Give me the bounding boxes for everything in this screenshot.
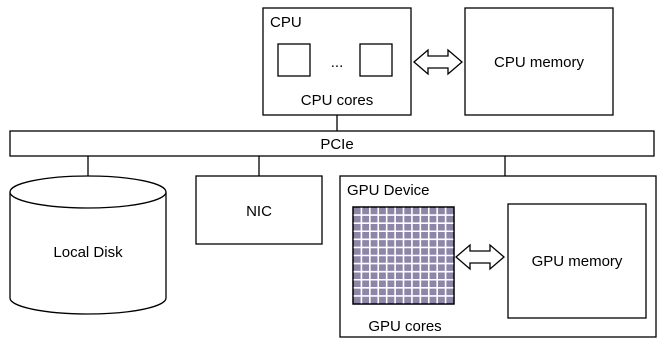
gpu-memory-double-arrow [455, 243, 505, 271]
gpu-core-grid-border [352, 206, 455, 305]
gpu-device-title: GPU Device [347, 182, 430, 199]
nic-block: NIC [195, 175, 323, 245]
local-disk-top [9, 175, 167, 209]
cpu-memory-double-arrow [413, 48, 463, 76]
local-disk: Local Disk [9, 175, 167, 315]
local-disk-body [9, 192, 167, 315]
cpu-memory-block: CPU memory [464, 7, 614, 116]
cpu-memory-box [464, 7, 614, 116]
gpu-memory-label: GPU memory [532, 253, 623, 270]
gpu-memory-box [507, 203, 647, 319]
cpu-memory-label: CPU memory [494, 54, 585, 71]
gpu-device-block: GPU Device GPU cores GPU memory [339, 175, 657, 338]
nic-box [195, 175, 323, 245]
pcie-label: PCIe [320, 136, 353, 153]
cpu-core-ellipsis: ... [331, 54, 344, 71]
cpu-cores-label: CPU cores [301, 92, 374, 109]
pcie-bus: PCIe [9, 130, 655, 157]
pcie-bus-bar [9, 130, 655, 157]
cpu-title: CPU [270, 14, 302, 31]
gpu-core-grid [352, 206, 455, 305]
gpu-cores-label: GPU cores [368, 318, 441, 335]
cpu-core-first [277, 43, 311, 77]
nic-label: NIC [246, 203, 272, 220]
cpu-block: CPU ... CPU cores [262, 7, 412, 116]
cpu-core-last [359, 43, 393, 77]
local-disk-label: Local Disk [53, 244, 123, 261]
